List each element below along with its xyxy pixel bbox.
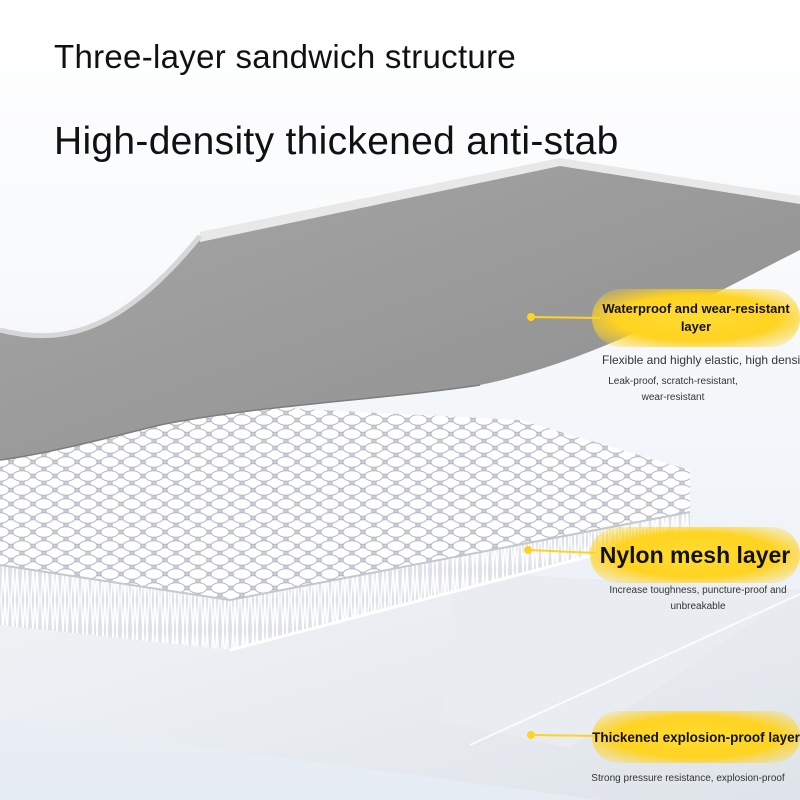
- nylon-mesh-layer-desc: Increase toughness, puncture-proof and u…: [609, 585, 787, 612]
- explosion-proof-layer-desc: Strong pressure resistance, explosion-pr…: [591, 773, 785, 784]
- headline-primary: Three-layer sandwich structure: [54, 38, 517, 75]
- nylon-mesh-layer-label: Nylon mesh layer: [590, 527, 800, 583]
- headline-secondary: High-density thickened anti-stab: [54, 120, 619, 163]
- explosion-proof-layer-label: Thickened explosion-proof layer: [592, 711, 800, 763]
- waterproof-layer-desc-1: Flexible and highly elastic, high densit…: [602, 353, 800, 367]
- waterproof-layer-desc-2: Leak-proof, scratch-resistant, wear-resi…: [608, 376, 738, 403]
- waterproof-layer: [0, 158, 800, 461]
- nylon-mesh-layer: [0, 400, 691, 652]
- waterproof-layer-label: Waterproof and wear-resistant layer: [592, 289, 800, 347]
- callout-markers: [524, 313, 601, 739]
